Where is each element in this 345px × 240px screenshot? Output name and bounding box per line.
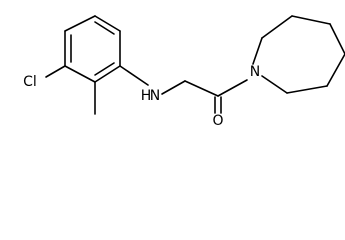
ring-bond <box>326 53 345 87</box>
chlorine-label: Cl <box>23 74 37 90</box>
amine-methylene-bond <box>161 80 186 95</box>
ring-double-bond <box>94 21 115 35</box>
ring-bond <box>291 15 331 25</box>
ring-bond <box>94 65 121 83</box>
ring-nitrogen-label: N <box>250 64 260 80</box>
amide-bond <box>217 79 248 97</box>
benzene-ring <box>64 15 121 83</box>
azepane-ring <box>252 15 345 94</box>
chlorine-bond <box>45 65 66 78</box>
ring-bond <box>252 37 263 65</box>
structure-diagram: Cl H N O N <box>23 15 345 129</box>
ring-bond <box>261 15 293 39</box>
carbonyl-oxygen-label: O <box>212 113 223 129</box>
ring-bond <box>261 75 288 94</box>
ring-bond <box>64 15 96 32</box>
amine-hydrogen-label: H <box>141 88 152 104</box>
ring-bond <box>329 23 345 55</box>
ring-double-bond <box>94 62 115 76</box>
ring-bond <box>286 85 328 94</box>
amine-nitrogen-label: N <box>150 88 160 104</box>
ring-bond <box>64 65 96 83</box>
ring-bond <box>94 15 121 32</box>
aryl-amine-bond <box>119 65 149 86</box>
methylene-carbonyl-bond <box>184 80 219 97</box>
